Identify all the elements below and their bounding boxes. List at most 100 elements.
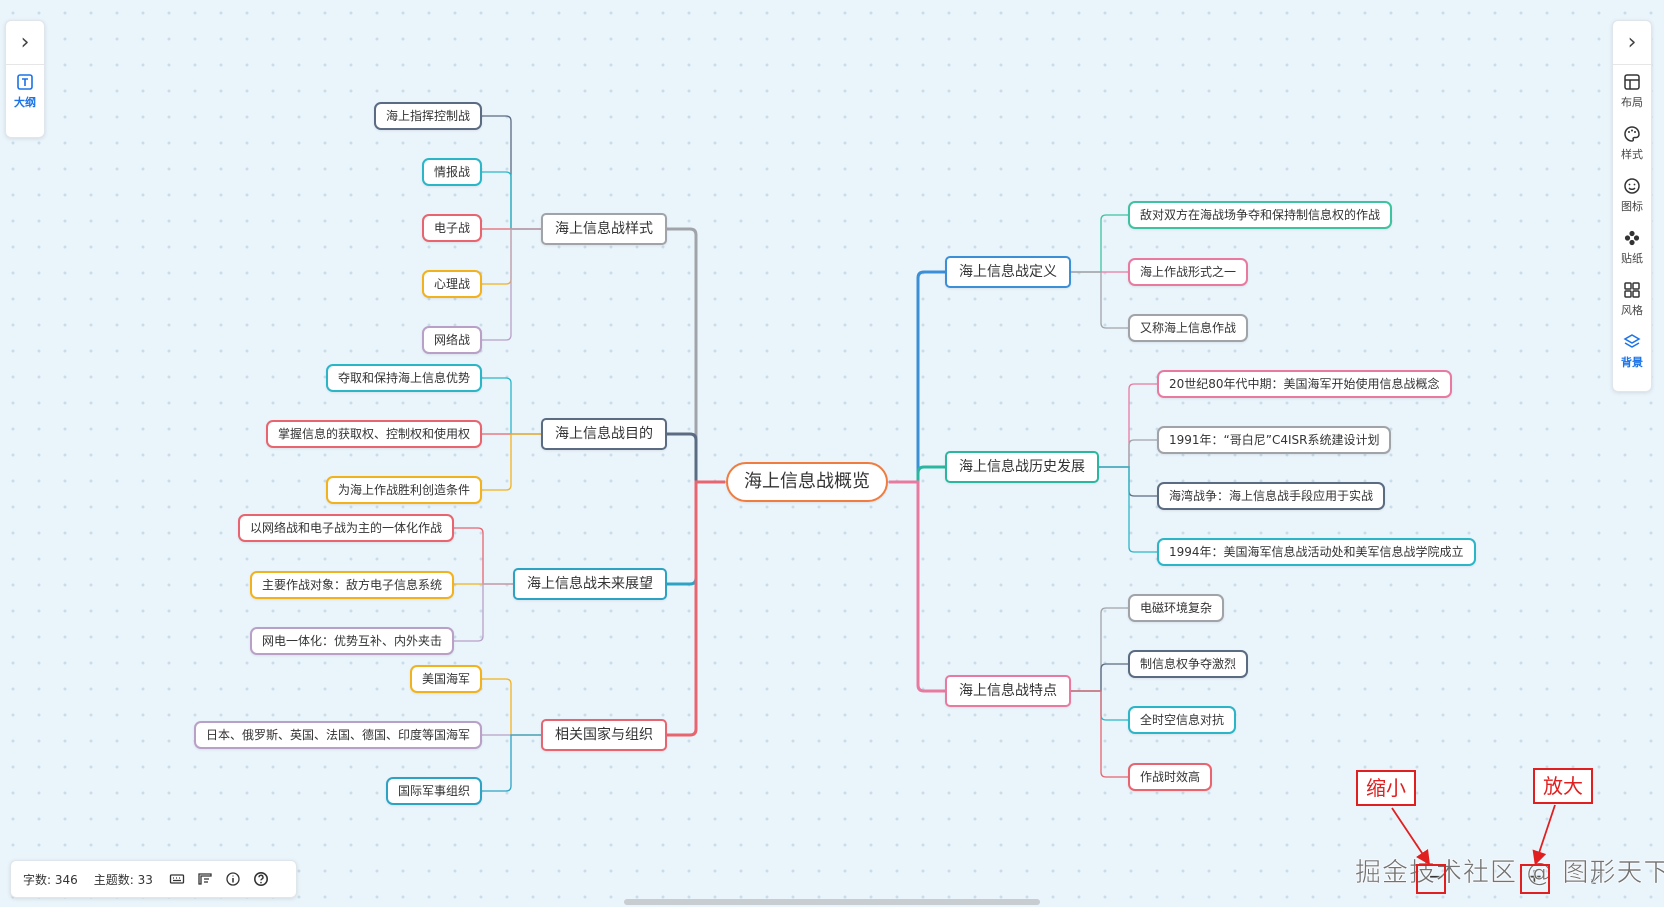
leaf-connector-history-0 — [1098, 383, 1158, 468]
help-icon[interactable] — [253, 871, 269, 887]
icon-button[interactable]: 图标 — [1613, 169, 1651, 221]
leaf-connector-purpose-2 — [481, 433, 542, 491]
sticker-label: 贴纸 — [1621, 252, 1643, 265]
leaf-connector-future-2 — [453, 583, 514, 642]
palette-icon — [1624, 126, 1640, 142]
leaf-connector-style-1 — [481, 171, 542, 230]
leaf-topic-history-3[interactable]: 1994年：美国海军信息战活动处和美军信息战学院成立 — [1157, 538, 1476, 566]
branch-topic-style[interactable]: 海上信息战样式 — [541, 213, 667, 245]
leaf-topic-history-2[interactable]: 海湾战争：海上信息战手段应用于实战 — [1157, 482, 1386, 510]
topic-count: 主题数: 33 — [93, 872, 153, 887]
chevron-right-icon[interactable]: › — [1613, 21, 1651, 65]
branch-topic-orgs[interactable]: 相关国家与组织 — [541, 719, 667, 751]
leaf-topic-style-4[interactable]: 网络战 — [422, 326, 483, 354]
leaf-topic-definition-0[interactable]: 敌对双方在海战场争夺和保持制信息权的作战 — [1128, 201, 1393, 229]
branch-connector-purpose — [665, 432, 726, 484]
branch-connector-definition — [888, 270, 947, 484]
root-topic[interactable]: 海上信息战概览 — [726, 462, 888, 502]
leaf-topic-purpose-0[interactable]: 夺取和保持海上信息优势 — [326, 364, 483, 392]
icon-label: 图标 — [1621, 200, 1643, 213]
background-button[interactable]: 背景 — [1613, 325, 1651, 377]
leaf-topic-future-1[interactable]: 主要作战对象：敌方电子信息系统 — [250, 571, 455, 599]
keyboard-icon[interactable] — [169, 871, 185, 887]
status-bar: 字数: 346 主题数: 33 — [10, 860, 297, 898]
leaf-connector-purpose-0 — [481, 377, 542, 435]
leaf-topic-orgs-1[interactable]: 日本、俄罗斯、英国、法国、德国、印度等国海军 — [194, 721, 483, 749]
outline-button[interactable]: 大纲 — [6, 65, 44, 117]
leaf-connector-history-3 — [1098, 466, 1158, 553]
leaf-connector-future-0 — [453, 527, 514, 585]
sticker-button[interactable]: 贴纸 — [1613, 221, 1651, 273]
branch-connector-features — [888, 480, 947, 693]
right-sidebar: › 布局 样式 图标 贴纸 — [1612, 20, 1652, 392]
theme-grid-icon — [1624, 282, 1640, 298]
leaf-connector-style-4 — [481, 228, 542, 341]
outline-label: 大纲 — [14, 96, 36, 109]
minimap-icon[interactable] — [197, 871, 213, 887]
layout-label: 布局 — [1621, 96, 1643, 109]
smiley-icon — [1624, 178, 1640, 194]
leaf-topic-features-0[interactable]: 电磁环境复杂 — [1128, 594, 1225, 622]
zoom-out-highlight — [1416, 864, 1446, 894]
leaf-topic-features-3[interactable]: 作战时效高 — [1128, 763, 1213, 791]
branch-topic-definition[interactable]: 海上信息战定义 — [945, 256, 1071, 288]
zoom-out-callout: 缩小 — [1356, 770, 1416, 806]
zoom-controls: − + ⤢ — [1350, 858, 1646, 898]
leaf-topic-future-2[interactable]: 网电一体化：优势互补、内外夹击 — [250, 627, 455, 655]
leaf-topic-features-2[interactable]: 全时空信息对抗 — [1128, 706, 1237, 734]
fit-screen-icon[interactable]: ⤢ — [1590, 868, 1603, 887]
leaf-connector-orgs-0 — [481, 678, 542, 736]
watermark: 掘金技术社区 @ 图形天下 — [1355, 858, 1664, 889]
leaf-topic-purpose-2[interactable]: 为海上作战胜利创造条件 — [326, 476, 483, 504]
style-label: 样式 — [1621, 148, 1643, 161]
leaf-connector-orgs-2 — [481, 734, 542, 792]
horizontal-scrollbar[interactable] — [624, 899, 1040, 905]
leaf-connector-features-3 — [1070, 690, 1129, 778]
style-button[interactable]: 样式 — [1613, 117, 1651, 169]
leaf-topic-future-0[interactable]: 以网络战和电子战为主的一体化作战 — [238, 514, 455, 542]
leaf-topic-orgs-0[interactable]: 美国海军 — [410, 665, 483, 693]
theme-label: 风格 — [1621, 304, 1643, 317]
leaf-connector-features-0 — [1070, 607, 1129, 692]
leaf-connector-definition-2 — [1070, 271, 1129, 329]
left-sidebar: › 大纲 — [5, 20, 45, 138]
branch-connector-history — [888, 465, 947, 484]
layout-icon — [1624, 74, 1640, 90]
branch-topic-future[interactable]: 海上信息战未来展望 — [513, 568, 667, 600]
sticker-icon — [1624, 230, 1640, 246]
leaf-connector-style-0 — [481, 115, 542, 230]
leaf-connector-history-1 — [1098, 439, 1158, 468]
layers-icon — [1623, 334, 1641, 348]
leaf-connector-features-1 — [1070, 663, 1129, 692]
theme-button[interactable]: 风格 — [1613, 273, 1651, 325]
leaf-topic-purpose-1[interactable]: 掌握信息的获取权、控制权和使用权 — [266, 420, 483, 448]
leaf-topic-style-3[interactable]: 心理战 — [422, 270, 483, 298]
branch-connector-orgs — [665, 480, 726, 737]
leaf-topic-style-1[interactable]: 情报战 — [422, 158, 483, 186]
word-count: 字数: 346 — [23, 872, 78, 887]
info-icon[interactable] — [225, 871, 241, 887]
leaf-topic-style-2[interactable]: 电子战 — [422, 214, 483, 242]
branch-topic-history[interactable]: 海上信息战历史发展 — [945, 451, 1099, 483]
branch-topic-purpose[interactable]: 海上信息战目的 — [541, 418, 667, 450]
leaf-topic-history-1[interactable]: 1991年：“哥白尼”C4ISR系统建设计划 — [1157, 426, 1392, 454]
leaf-topic-features-1[interactable]: 制信息权争夺激烈 — [1128, 650, 1249, 678]
leaf-topic-history-0[interactable]: 20世纪80年代中期：美国海军开始使用信息战概念 — [1157, 370, 1452, 398]
chevron-right-icon[interactable]: › — [6, 21, 44, 65]
background-label: 背景 — [1621, 356, 1643, 369]
outline-text-icon — [17, 74, 33, 90]
leaf-topic-definition-2[interactable]: 又称海上信息作战 — [1128, 314, 1249, 342]
leaf-topic-definition-1[interactable]: 海上作战形式之一 — [1128, 258, 1249, 286]
zoom-in-button[interactable]: + — [1526, 864, 1543, 888]
leaf-topic-orgs-2[interactable]: 国际军事组织 — [386, 777, 483, 805]
leaf-topic-style-0[interactable]: 海上指挥控制战 — [374, 102, 483, 130]
branch-topic-features[interactable]: 海上信息战特点 — [945, 675, 1071, 707]
leaf-connector-definition-0 — [1070, 214, 1129, 273]
layout-button[interactable]: 布局 — [1613, 65, 1651, 117]
branch-connector-style — [665, 227, 726, 484]
zoom-out-button[interactable]: − — [1428, 864, 1445, 888]
zoom-in-callout: 放大 — [1533, 768, 1593, 804]
